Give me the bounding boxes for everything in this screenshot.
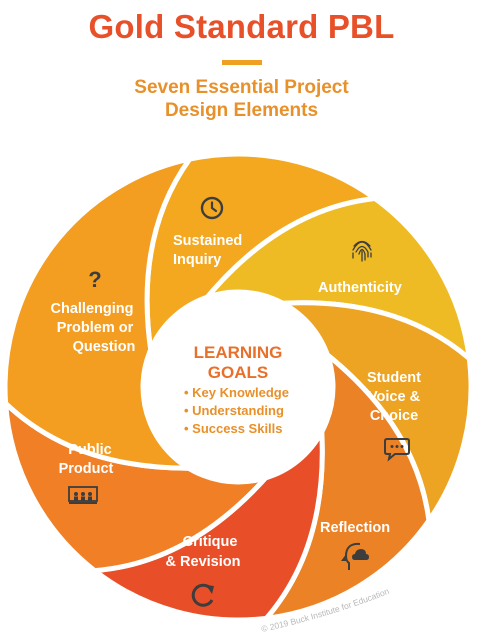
fingerprint-icon (352, 240, 372, 262)
element-label-line: Sustained (173, 233, 242, 249)
element-sustained-inquiry: Sustained Inquiry (173, 196, 242, 268)
center-heading-line-1: LEARNING (194, 343, 283, 362)
clock-icon (200, 196, 224, 220)
center-heading-line-2: GOALS (208, 363, 268, 382)
presentation-icon (68, 486, 98, 504)
title-divider (222, 60, 262, 65)
page-subtitle: Seven Essential Project Design Elements (0, 76, 483, 122)
element-label-line: Voice & (368, 389, 421, 405)
element-student-voice-choice: Student Voice & Choice (367, 370, 421, 462)
wheel-segment (2, 156, 198, 471)
center-item-key-knowledge: • Key Knowledge (184, 385, 289, 400)
speech-bubble-icon (384, 438, 410, 462)
element-label-line: & Revision (166, 554, 241, 570)
element-authenticity: Authenticity (318, 240, 402, 296)
element-label-line: Student (367, 370, 421, 386)
subtitle-line-1: Seven Essential Project (134, 77, 349, 98)
element-label-line: Inquiry (173, 252, 221, 268)
element-label-line: Question (73, 339, 136, 355)
wheel-segments (2, 151, 474, 623)
element-label-line: Challenging (51, 301, 134, 317)
element-label-line: Authenticity (318, 280, 402, 296)
element-label-line: Product (59, 461, 114, 477)
subtitle-line-2: Design Elements (164, 100, 319, 121)
center-item-success-skills: • Success Skills (184, 421, 283, 436)
element-label-line: Critique (183, 534, 238, 550)
element-reflection: Reflection (320, 520, 390, 570)
element-label-line: Choice (370, 408, 418, 424)
head-cloud-icon (341, 542, 369, 570)
element-critique-revision: Critique & Revision (166, 534, 241, 607)
element-challenging-problem: ? Challenging Problem or Question (51, 267, 136, 355)
center-circle (140, 289, 336, 485)
refresh-icon (191, 583, 214, 607)
element-public-product: Public Product (59, 442, 114, 504)
question-mark-icon: ? (88, 267, 101, 292)
center-item-understanding: • Understanding (184, 403, 284, 418)
element-label-line: Reflection (320, 520, 390, 536)
element-label-line: Public (68, 442, 112, 458)
element-label-line: Problem or (57, 320, 134, 336)
page-title: Gold Standard PBL (88, 8, 395, 45)
